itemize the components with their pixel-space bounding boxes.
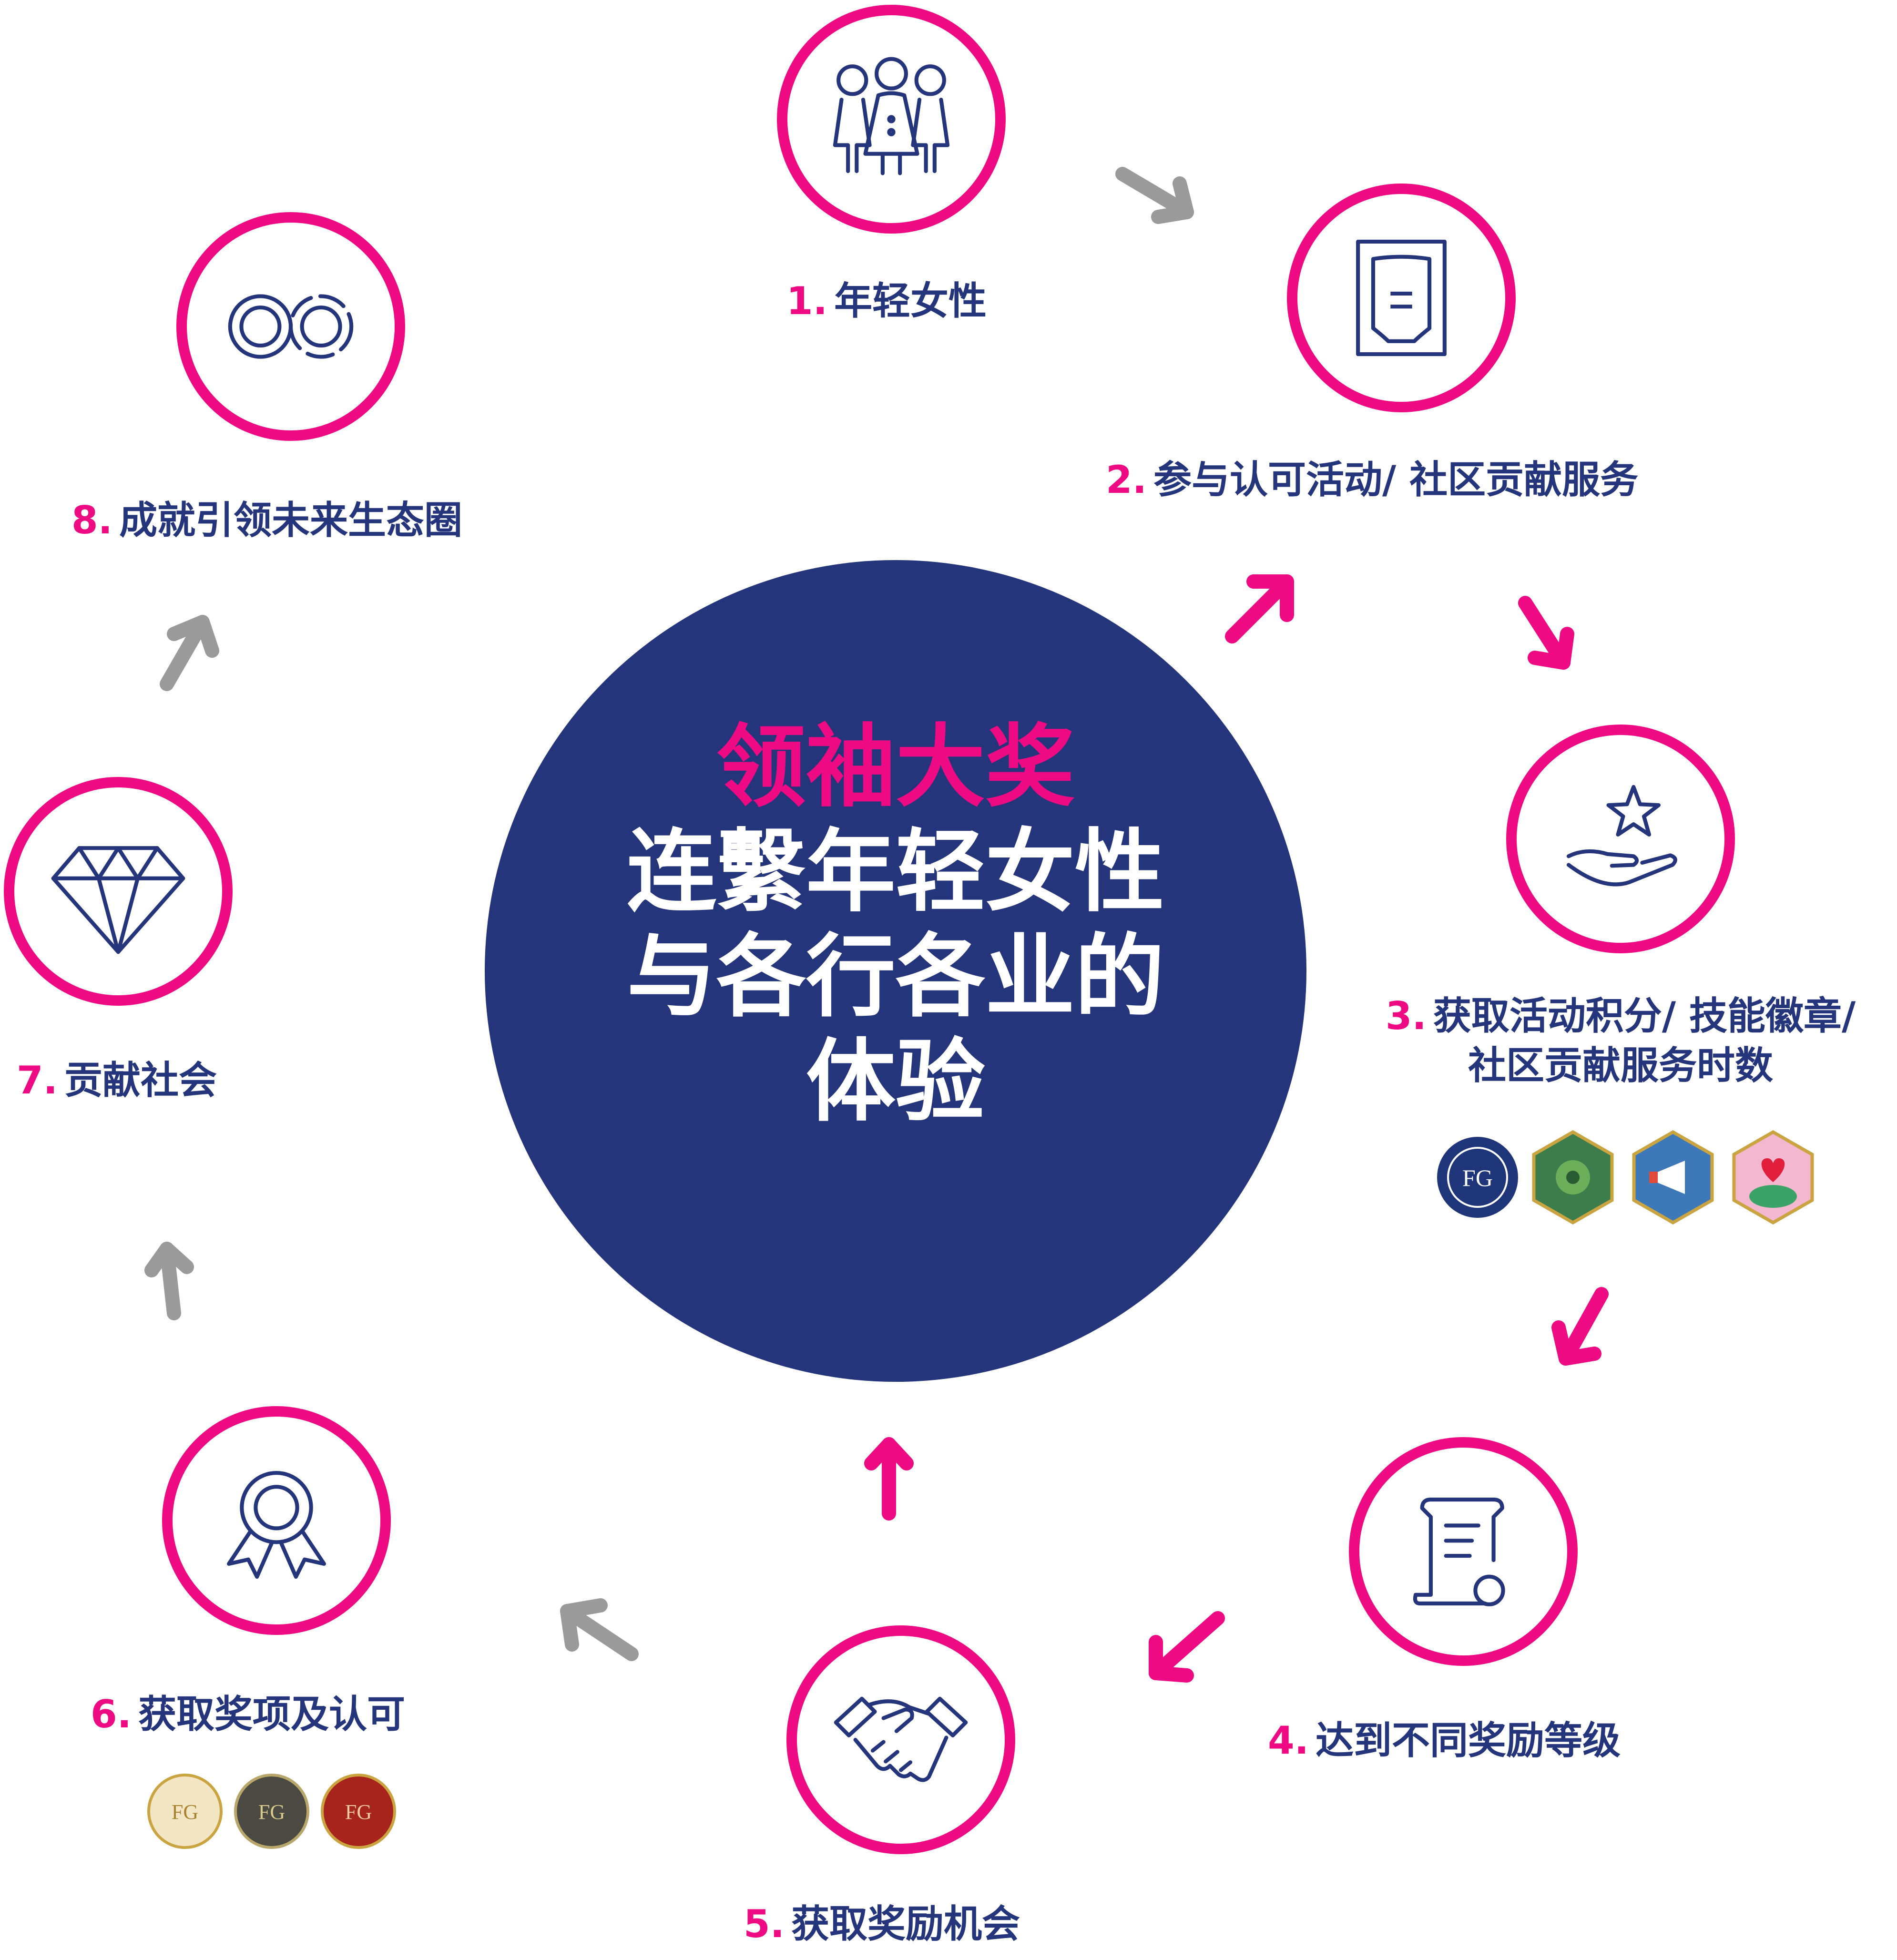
arrow-5-to-6 (560, 1598, 639, 1661)
svg-text:FG: FG (172, 1800, 198, 1824)
handshake-icon (834, 1696, 968, 1782)
skill-badge-heart-icon (1732, 1130, 1814, 1225)
center-title: 领袖大奖 (716, 715, 1075, 819)
fg-medal-silver-icon: FG (234, 1774, 309, 1849)
step-5-circle (786, 1625, 1015, 1854)
award-ribbon-icon (226, 1470, 326, 1579)
arrow-3-to-4 (1551, 1287, 1609, 1366)
svg-text:FG: FG (258, 1800, 285, 1824)
step-7-circle (4, 777, 233, 1006)
arrow-5-to-center (864, 1437, 914, 1521)
step-4-circle (1349, 1437, 1578, 1666)
arrow-2-to-3 (1518, 596, 1574, 670)
hand-star-icon (1566, 785, 1677, 887)
step-2-circle (1287, 184, 1516, 412)
svg-text:FG: FG (345, 1800, 372, 1824)
step-5-label: 5.获取奖励机会 (744, 1902, 1020, 1946)
arrow-1-to-2 (1115, 167, 1194, 224)
center-circle (485, 560, 1306, 1382)
arrow-7-to-8 (160, 615, 219, 691)
arrow-4-to-5 (1149, 1611, 1225, 1683)
center-line-2: 与各行各业的 (627, 924, 1164, 1029)
step-8-label: 8.成就引领未来生态圈 (71, 498, 463, 542)
skill-badge-green-icon (1532, 1130, 1614, 1225)
arrow-6-to-7 (144, 1242, 194, 1320)
step-8-circle (176, 212, 405, 441)
center-text: 领袖大奖 连繫年轻女性 与各行各业的 体验 (485, 715, 1306, 1134)
step-1-label: 1.年轻女性 (786, 279, 987, 323)
svg-text:FG: FG (1462, 1164, 1493, 1191)
diamond-icon (51, 846, 185, 954)
fg-medal-bronze-icon: FG (321, 1774, 396, 1849)
skill-badge-megaphone-icon (1632, 1130, 1714, 1225)
step-6-label: 6.获取奖项及认可 (91, 1692, 406, 1736)
step-3-label: 3.获取活动积分/ 技能徽章/ 社区贡献服务时数 (1385, 994, 1856, 1088)
step-4-label: 4.达到不同奖励等级 (1268, 1718, 1621, 1763)
fg-badge-blue-icon: FG (1437, 1137, 1518, 1218)
certificate-frame-icon (1356, 239, 1447, 357)
three-girls-icon (833, 57, 950, 175)
center-line-1: 连繫年轻女性 (627, 819, 1164, 924)
scroll-document-icon (1413, 1497, 1505, 1606)
center-line-3: 体验 (806, 1029, 985, 1134)
step-2-label: 2.参与认可活动/ 社区贡献服务 (1106, 458, 1639, 502)
arrow-center-to-2 (1225, 574, 1294, 643)
infinity-icon (228, 294, 354, 359)
step-1-circle (777, 5, 1006, 234)
fg-medal-gold-icon: FG (147, 1774, 223, 1849)
step-7-label: 7.贡献社会 (17, 1058, 217, 1102)
step-6-circle (162, 1406, 391, 1635)
step-3-circle (1506, 725, 1735, 953)
